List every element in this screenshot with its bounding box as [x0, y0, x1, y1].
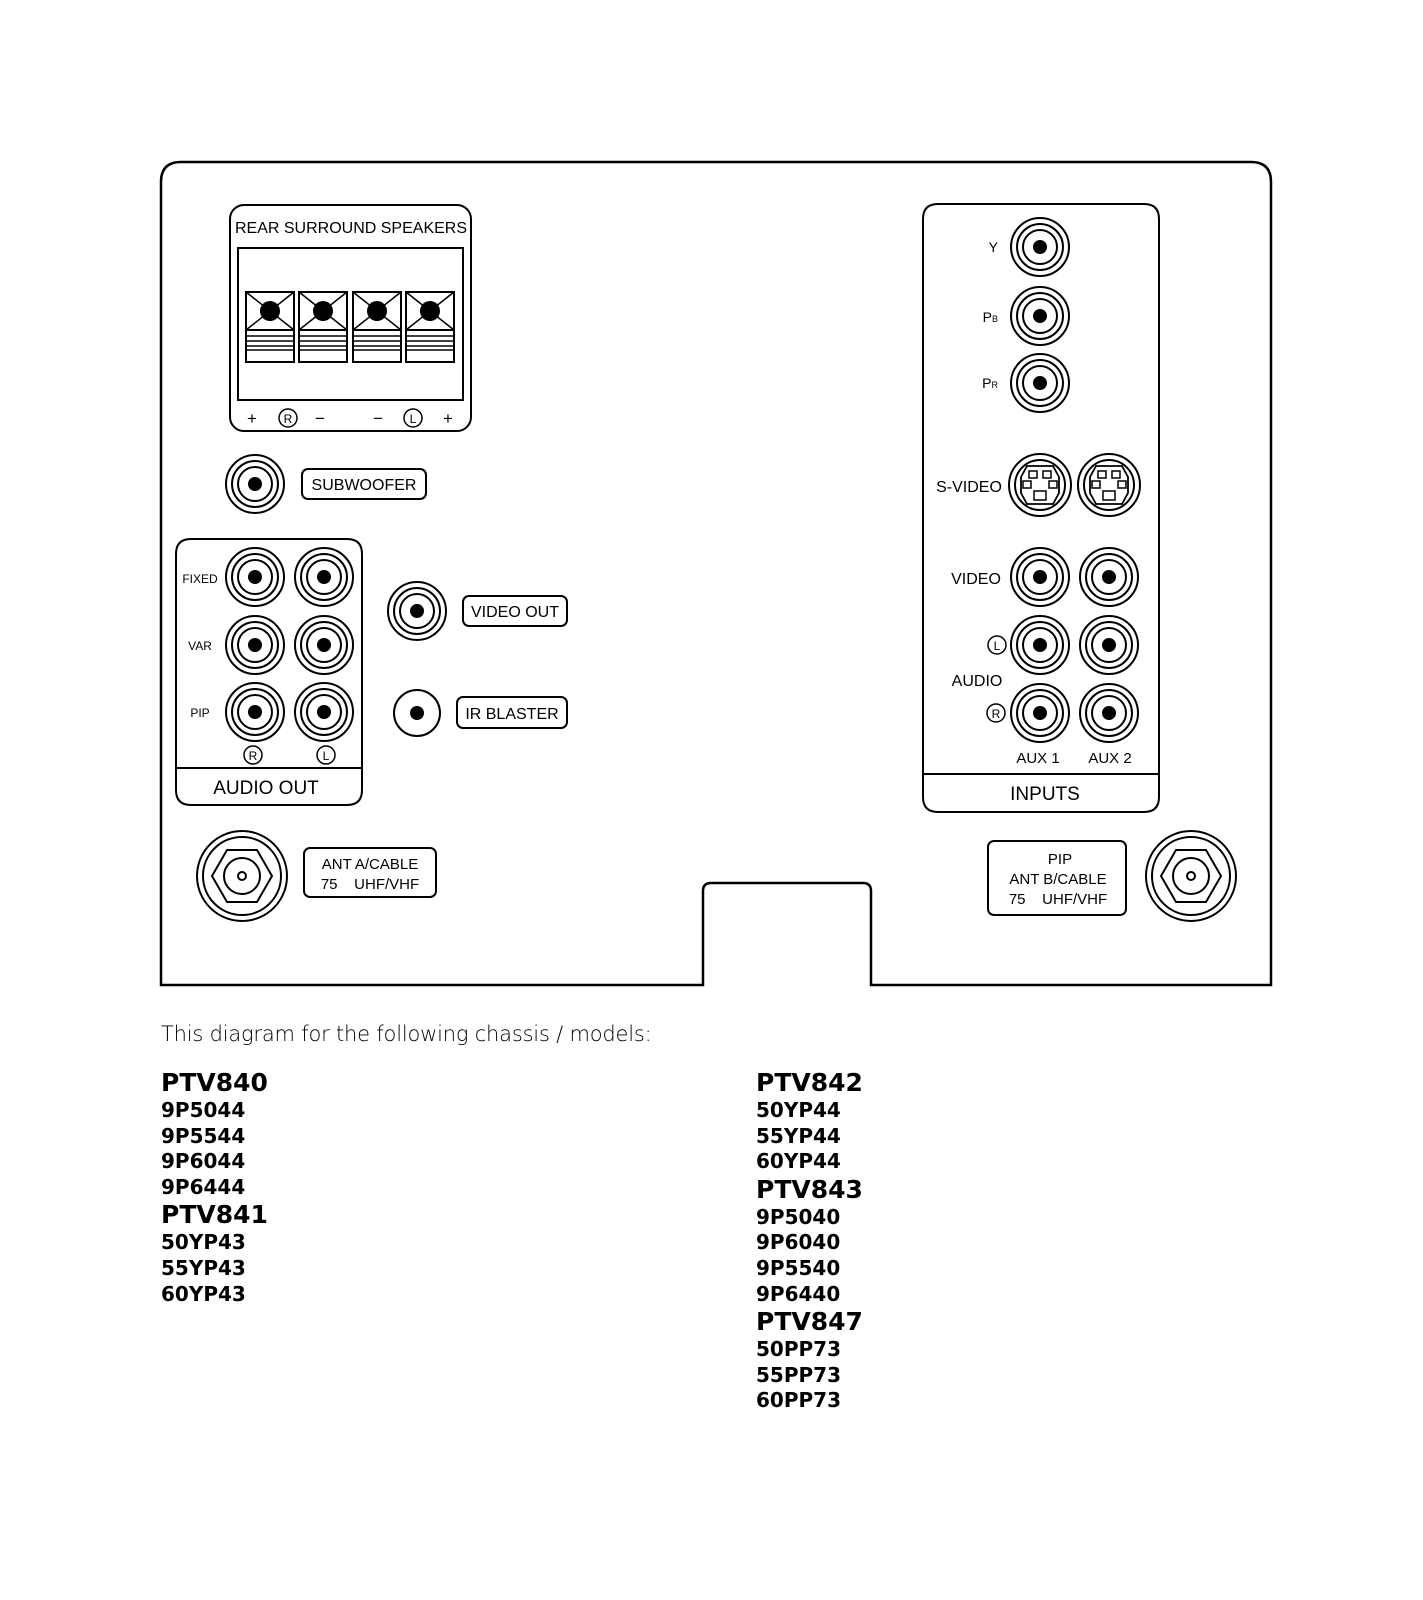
audio-out-fixed-r-jack[interactable]	[225, 547, 285, 607]
audio-out-block: FIXED VAR PIP R L AUDIO OUT	[175, 538, 363, 806]
pip-ant-b-label-box	[987, 840, 1127, 916]
input-audio-r-aux2-jack[interactable]	[1079, 683, 1139, 743]
input-pr-jack[interactable]	[1010, 353, 1070, 413]
model-number: 9P5040	[756, 1204, 841, 1229]
audio-out-r-label: R	[249, 749, 258, 763]
speaker-l-badge	[403, 408, 423, 428]
chassis-heading: PTV847	[756, 1307, 863, 1337]
rear-surround-title: REAR SURROUND SPEAKERS	[235, 220, 467, 237]
input-audio-l-aux1-jack[interactable]	[1010, 615, 1070, 675]
model-number: 9P5044	[161, 1098, 246, 1122]
model-number: 9P6044	[161, 1149, 246, 1174]
speaker-plus-left-channel: +	[443, 409, 453, 428]
panel-outline	[159, 160, 1273, 987]
ant-a-label-line2: 75 UHF/VHF	[321, 876, 419, 893]
pip-ant-b-line1: PIP	[1048, 851, 1072, 868]
chassis-heading: PTV841	[161, 1200, 268, 1230]
input-audio-label: AUDIO	[952, 673, 1003, 690]
input-audio-l-badge	[987, 635, 1007, 655]
model-number: 9P5544	[161, 1123, 246, 1148]
input-pr-label: PR	[982, 375, 998, 391]
rear-surround-speakers-block: REAR SURROUND SPEAKERS + R − − L +	[229, 204, 472, 432]
speaker-terminal-r-plus[interactable]	[245, 291, 295, 363]
chassis-heading: PTV840	[161, 1068, 268, 1097]
audio-out-title: AUDIO OUT	[213, 778, 319, 799]
model-number: 60YP43	[161, 1281, 246, 1306]
input-audio-l-aux2-jack[interactable]	[1079, 615, 1139, 675]
input-s-video-aux1-jack[interactable]	[1008, 453, 1072, 517]
speaker-plus-right-channel: +	[247, 409, 257, 428]
video-out-label-box	[462, 595, 568, 627]
ir-blaster-label: IR BLASTER	[465, 706, 558, 723]
model-number: 50PP73	[756, 1337, 841, 1362]
audio-out-row-pip: PIP	[190, 706, 209, 720]
ant-a-cable-connector[interactable]	[196, 830, 288, 922]
ant-a-label-line1: ANT A/CABLE	[322, 856, 418, 873]
audio-out-fixed-l-jack[interactable]	[294, 547, 354, 607]
audio-out-pip-r-jack[interactable]	[225, 682, 285, 742]
input-video-aux1-jack[interactable]	[1010, 547, 1070, 607]
subwoofer-jack[interactable]	[225, 454, 285, 514]
speaker-r-label: R	[284, 412, 293, 426]
input-audio-r-label: R	[992, 707, 1001, 721]
speaker-r-badge	[278, 408, 298, 428]
input-video-aux2-jack[interactable]	[1079, 547, 1139, 607]
ant-a-label-box	[303, 847, 437, 898]
video-out-jack[interactable]	[387, 581, 447, 641]
audio-out-l-badge	[316, 745, 336, 765]
pip-ant-b-line2: ANT B/CABLE	[1009, 871, 1106, 888]
model-number: 9P5540	[756, 1255, 841, 1280]
audio-out-l-label: L	[323, 749, 330, 763]
speaker-minus-left-channel: −	[373, 409, 383, 428]
audio-out-var-r-jack[interactable]	[225, 615, 285, 675]
model-number: 55YP43	[161, 1255, 246, 1280]
model-number: 60PP73	[756, 1388, 841, 1413]
model-number: 60YP44	[756, 1149, 841, 1174]
ant-b-cable-connector[interactable]	[1145, 830, 1237, 922]
diagram-caption: This diagram for the following chassis /…	[161, 1022, 652, 1046]
rear-panel-diagram: REAR SURROUND SPEAKERS + R − − L + SUBWO…	[159, 160, 1273, 987]
model-number: 9P6440	[756, 1281, 841, 1306]
model-number: 55PP73	[756, 1362, 841, 1387]
input-video-label: VIDEO	[951, 571, 1001, 588]
input-pb-label: PB	[983, 309, 998, 325]
subwoofer-label-box	[301, 468, 427, 500]
input-s-video-aux2-jack[interactable]	[1077, 453, 1141, 517]
audio-out-var-l-jack[interactable]	[294, 615, 354, 675]
model-number: 9P6040	[756, 1230, 841, 1255]
chassis-heading: PTV842	[756, 1068, 863, 1097]
input-y-jack[interactable]	[1010, 217, 1070, 277]
pip-ant-b-line3: 75 UHF/VHF	[1009, 891, 1107, 908]
speaker-terminal-l-plus[interactable]	[405, 291, 455, 363]
speaker-terminal-l-minus[interactable]	[352, 291, 402, 363]
speaker-minus-right-channel: −	[315, 409, 325, 428]
input-pb-jack[interactable]	[1010, 286, 1070, 346]
model-number: 50YP44	[756, 1098, 841, 1122]
input-audio-r-aux1-jack[interactable]	[1010, 683, 1070, 743]
input-y-label: Y	[989, 239, 999, 255]
ir-blaster-label-box	[456, 696, 568, 729]
audio-out-pip-l-jack[interactable]	[294, 682, 354, 742]
audio-out-row-fixed: FIXED	[182, 572, 218, 586]
model-number: 50YP43	[161, 1230, 246, 1255]
input-aux2-label: AUX 2	[1088, 750, 1131, 767]
input-audio-r-badge	[986, 703, 1006, 723]
model-number: 55YP44	[756, 1123, 841, 1148]
input-aux1-label: AUX 1	[1016, 750, 1059, 767]
audio-out-row-var: VAR	[188, 639, 212, 653]
inputs-block: Y PB PR S-VIDEO VIDEO L AUDIO R AUX 1 AU…	[922, 203, 1160, 813]
input-s-video-label: S-VIDEO	[936, 479, 1002, 496]
audio-out-r-badge	[243, 745, 263, 765]
chassis-heading: PTV843	[756, 1174, 863, 1204]
input-audio-l-label: L	[994, 639, 1001, 653]
video-out-label: VIDEO OUT	[471, 604, 559, 621]
model-number: 9P6444	[161, 1174, 246, 1199]
inputs-title: INPUTS	[1010, 784, 1080, 805]
speaker-l-label: L	[410, 412, 417, 426]
ir-blaster-jack[interactable]	[393, 689, 441, 737]
subwoofer-label: SUBWOOFER	[312, 477, 417, 494]
speaker-terminal-r-minus[interactable]	[298, 291, 348, 363]
